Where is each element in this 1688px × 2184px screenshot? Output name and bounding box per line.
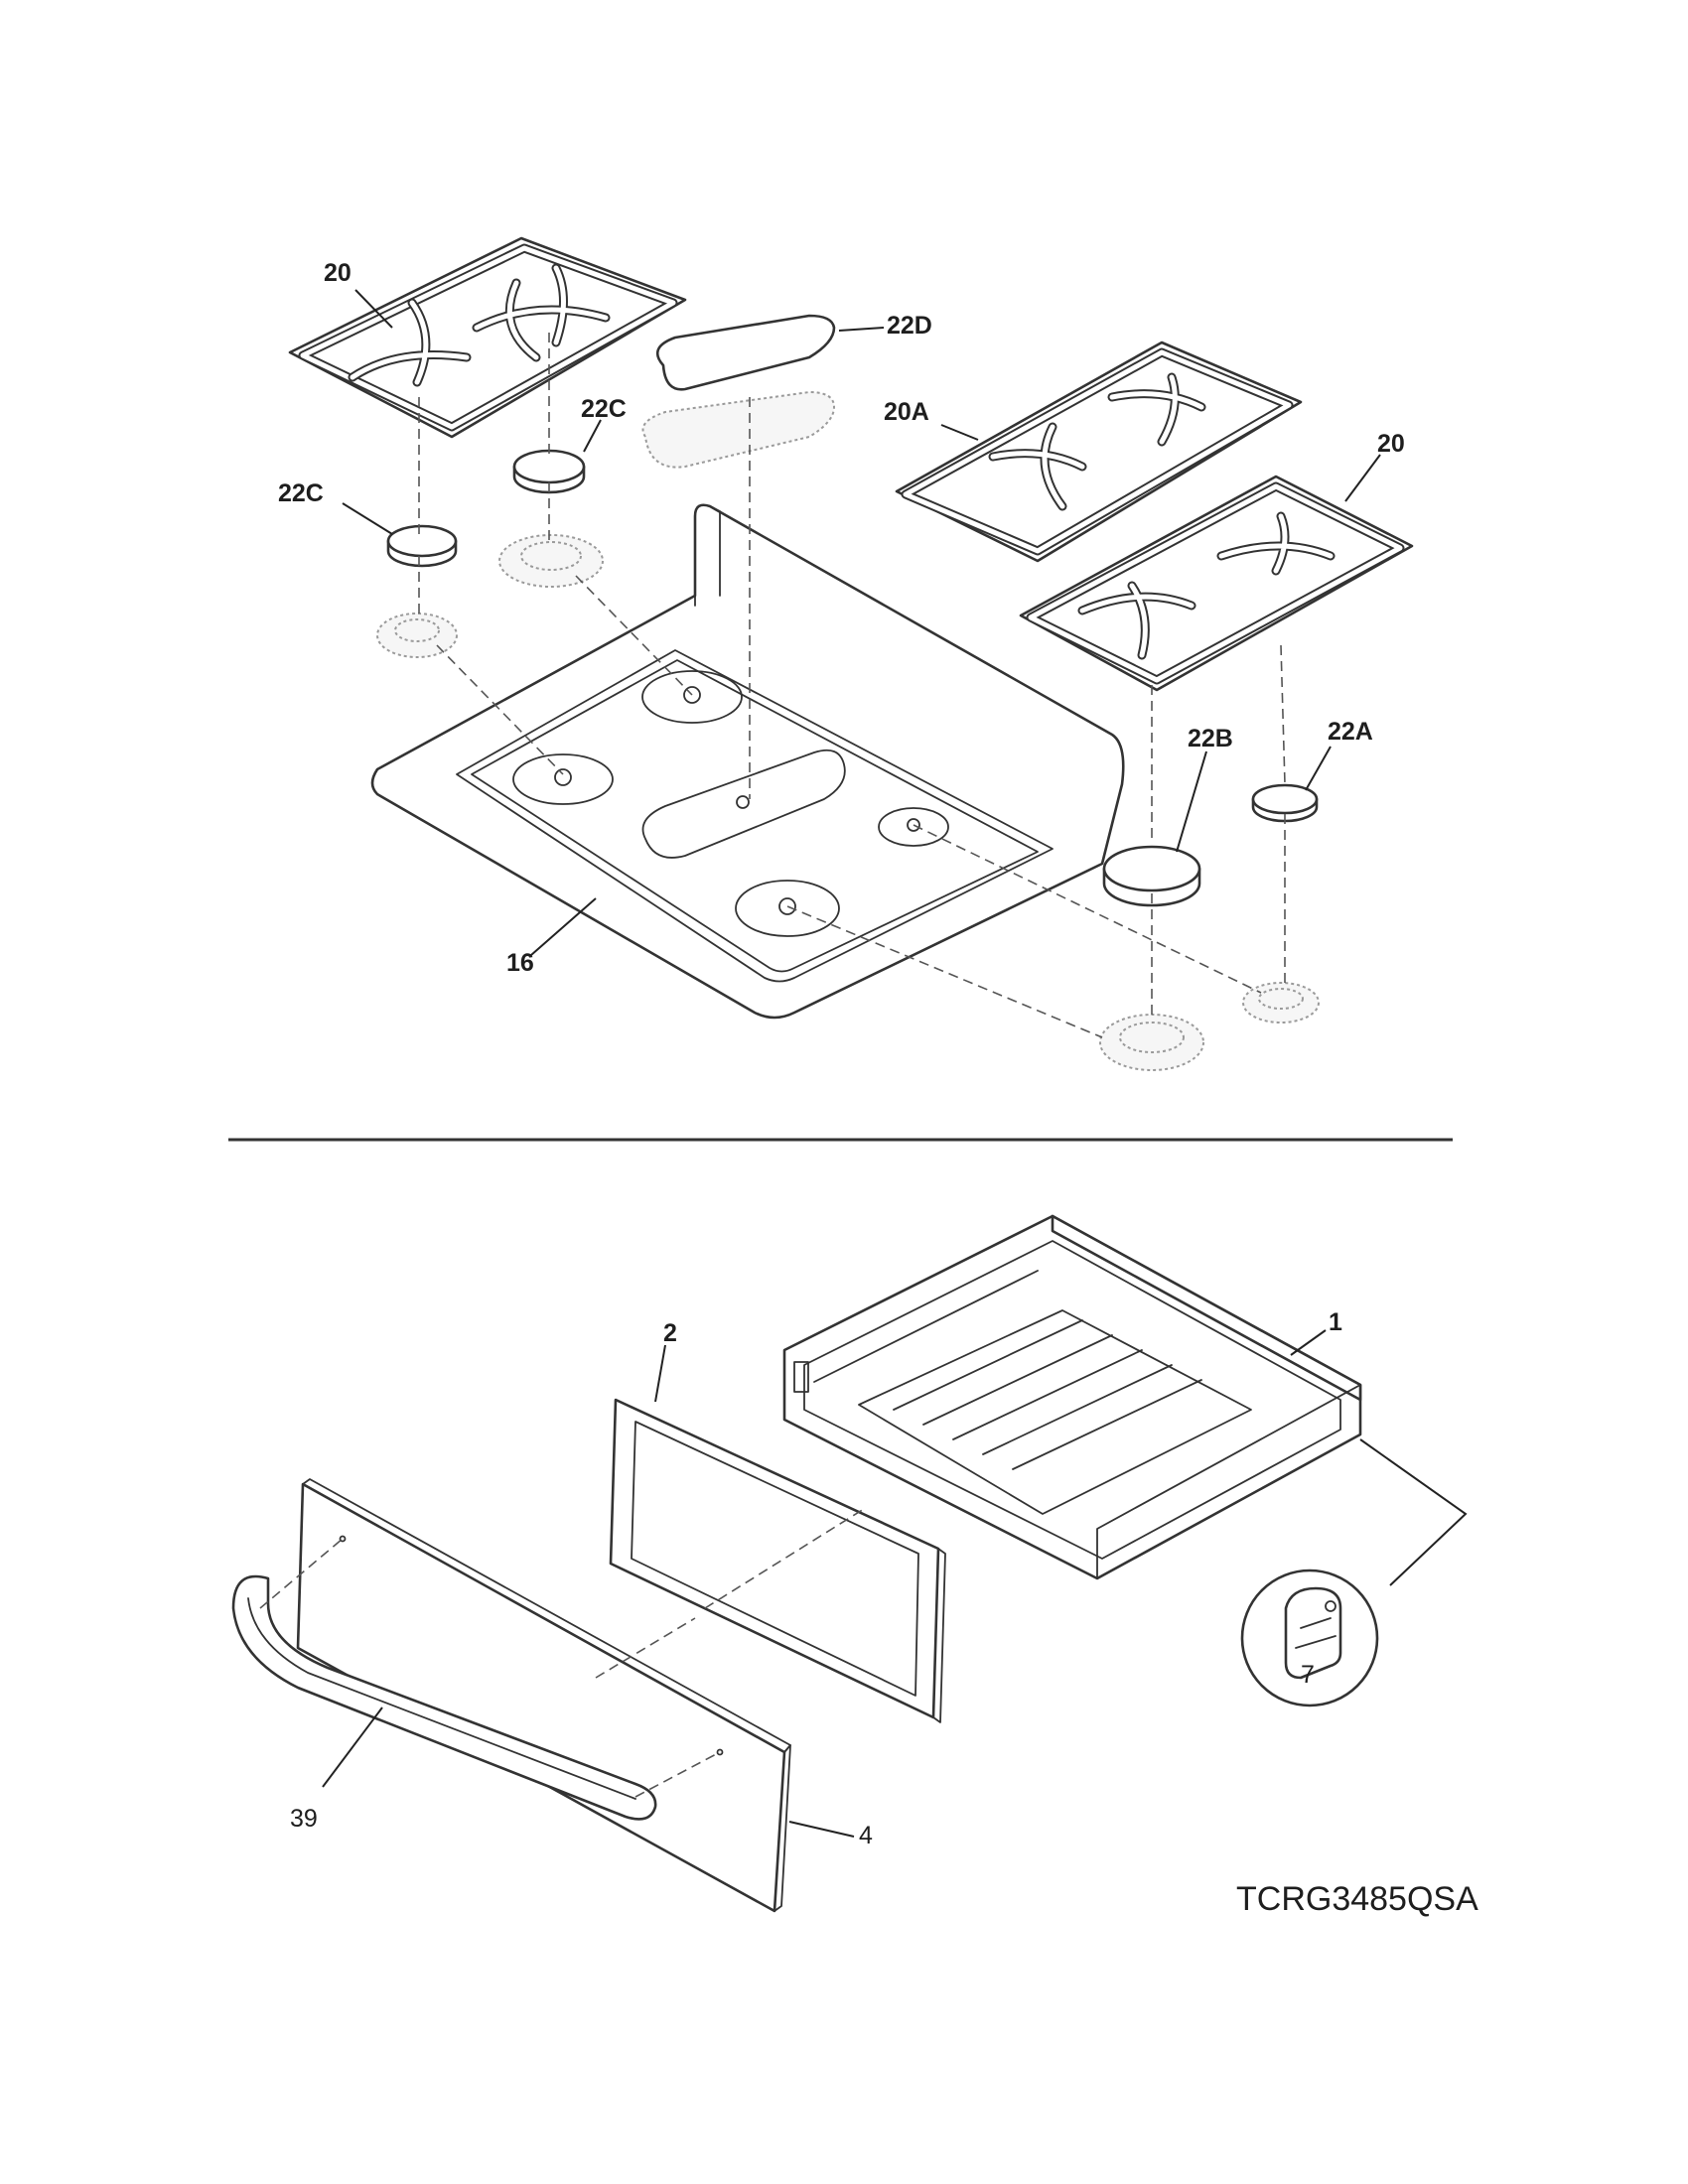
burner-cap-part-22b	[1102, 845, 1201, 907]
leader-lines-lower	[322, 1329, 1468, 1838]
model-number: TCRG3485QSA	[1236, 1880, 1478, 1918]
callout-7-glide-clip: 7	[1301, 1661, 1315, 1689]
grate-right-part-20	[1019, 475, 1414, 692]
callout-1-drawer-body: 1	[1329, 1308, 1342, 1336]
cooktop-part-16	[370, 503, 1125, 1020]
burner-head-right-front	[1099, 1014, 1204, 1071]
burner-cap-part-22c-left	[386, 524, 458, 568]
drawer-frame-part-2	[609, 1398, 946, 1723]
callout-22c-top-cap: 22C	[581, 395, 627, 423]
callout-4-drawer-front: 4	[859, 1822, 873, 1849]
burner-head-top-left	[498, 534, 604, 588]
leader-lines-upper	[342, 289, 1381, 956]
callout-39-handle: 39	[290, 1805, 318, 1833]
callout-22a-cap: 22A	[1328, 718, 1373, 746]
grate-left-part-20	[288, 236, 687, 439]
callout-20-left-grate: 20	[324, 259, 352, 287]
callout-22d-griddle: 22D	[887, 312, 932, 340]
burner-head-right-rear	[1242, 982, 1320, 1024]
burner-head-left	[376, 613, 458, 658]
callout-22b-cap: 22B	[1188, 725, 1233, 752]
callout-2-drawer-frame: 2	[663, 1319, 677, 1347]
handle-part-39	[231, 1574, 657, 1821]
burner-cap-part-22a	[1251, 783, 1319, 823]
glide-clip-detail-part-7	[1240, 1569, 1379, 1707]
callout-16-cooktop: 16	[506, 949, 534, 977]
callout-22c-left-cap: 22C	[278, 479, 324, 507]
alignment-lines-upper	[418, 333, 1286, 1038]
callout-20a-grate: 20A	[884, 398, 929, 426]
griddle-cover-part-22d	[641, 314, 836, 469]
alignment-lines-lower	[259, 1508, 865, 1798]
drawer-front-part-4	[296, 1478, 791, 1913]
callout-20-right-grate: 20	[1377, 430, 1405, 458]
grate-center-part-20a	[895, 341, 1303, 563]
drawer-body-part-1	[782, 1214, 1362, 1580]
